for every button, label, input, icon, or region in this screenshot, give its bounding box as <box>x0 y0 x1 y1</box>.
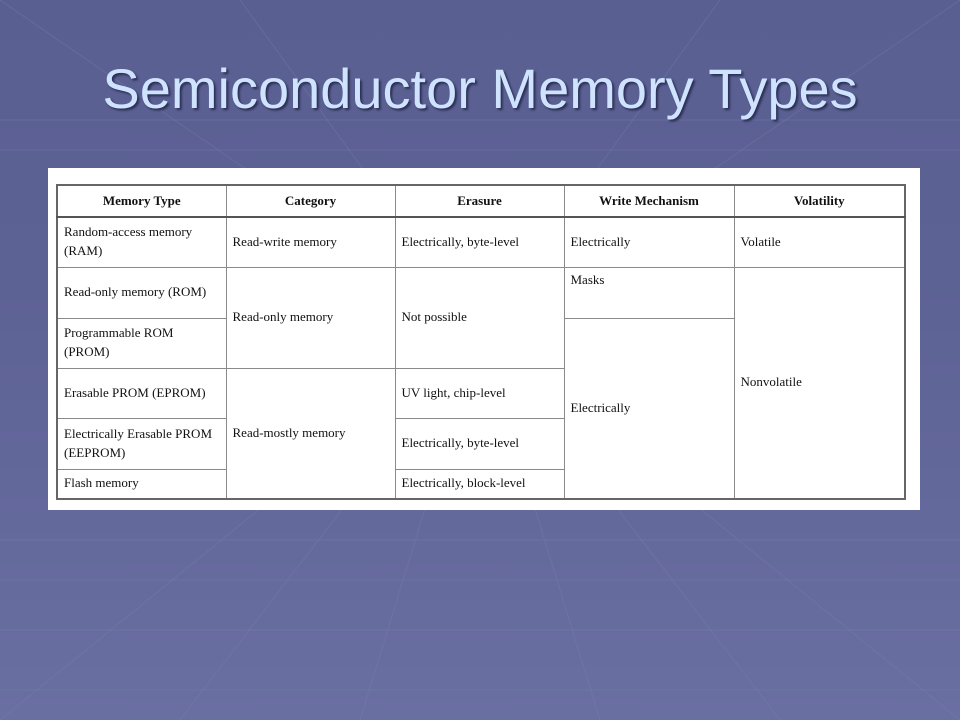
volatility-cell: Nonvolatile <box>733 266 906 500</box>
table-panel: Memory Type Category Erasure Write Mecha… <box>48 168 920 510</box>
header-write-mechanism: Write Mechanism <box>563 184 735 218</box>
write-mechanism-cell: Masks <box>563 266 735 319</box>
category-cell: Read-mostly memory <box>225 367 396 500</box>
header-memory-type: Memory Type <box>56 184 227 218</box>
erasure-cell: Electrically, block-level <box>394 468 565 500</box>
table-row: Erasable PROM (EPROM) Read-mostly memory… <box>56 367 905 500</box>
volatility-cell: Volatile <box>733 216 906 268</box>
erasure-cell: Electrically, byte-level <box>394 216 565 268</box>
table-row: Random-access memory (RAM) Read-write me… <box>56 216 906 268</box>
write-mechanism-cell: Electrically <box>563 317 735 500</box>
header-volatility: Volatility <box>733 184 906 218</box>
memory-type-cell: Programmable ROM (PROM) <box>56 317 227 369</box>
table-row: Flash memory Electrically, block-level <box>56 468 905 500</box>
table-row: Read-only memory (ROM) Read-only memory … <box>56 266 906 500</box>
category-cell: Read-only memory <box>225 266 396 369</box>
memory-type-cell: Electrically Erasable PROM (EEPROM) <box>56 417 227 470</box>
memory-type-cell: Flash memory <box>56 468 227 500</box>
header-category: Category <box>225 184 396 218</box>
header-erasure: Erasure <box>394 184 565 218</box>
erasure-cell: UV light, chip-level <box>394 367 565 419</box>
table-header-row: Memory Type Category Erasure Write Mecha… <box>56 184 906 218</box>
memory-type-cell: Random-access memory (RAM) <box>56 216 227 268</box>
memory-type-cell: Read-only memory (ROM) <box>56 266 227 319</box>
category-cell: Read-write memory <box>225 216 396 268</box>
table-row: Electrically Erasable PROM (EEPROM) Elec… <box>56 417 905 470</box>
erasure-cell: Electrically, byte-level <box>394 417 565 470</box>
memory-types-table: Memory Type Category Erasure Write Mecha… <box>56 184 906 500</box>
write-mechanism-cell: Electrically <box>563 216 735 268</box>
table-row: Programmable ROM (PROM) Electrically <box>56 317 905 500</box>
erasure-cell: Not possible <box>394 266 565 369</box>
slide-title: Semiconductor Memory Types <box>102 57 858 120</box>
memory-type-cell: Erasable PROM (EPROM) <box>56 367 227 419</box>
